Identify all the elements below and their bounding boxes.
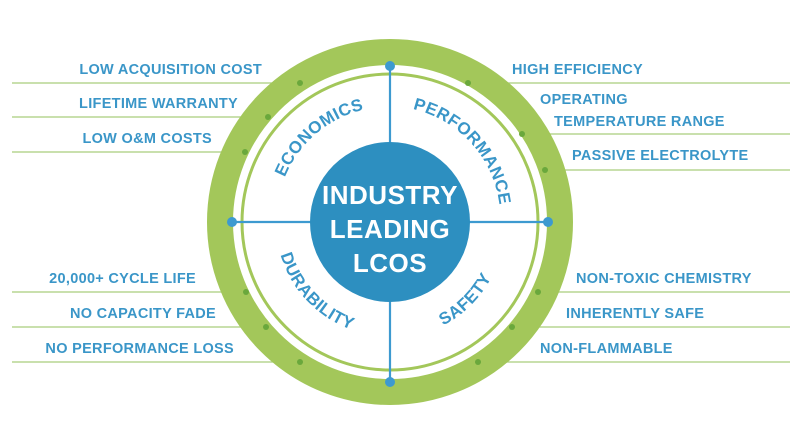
label-non-toxic-chemistry: NON-TOXIC CHEMISTRY bbox=[576, 271, 752, 287]
center-line-2: LEADING bbox=[330, 214, 451, 244]
label-high-efficiency: HIGH EFFICIENCY bbox=[512, 62, 643, 78]
dot-inherently-safe bbox=[509, 324, 515, 330]
center-line-3: LCOS bbox=[353, 248, 427, 278]
axis-dot-bottom bbox=[385, 377, 395, 387]
label-performance-loss: NO PERFORMANCE LOSS bbox=[45, 341, 234, 357]
axis-dot-left bbox=[227, 217, 237, 227]
label-capacity-fade: NO CAPACITY FADE bbox=[70, 306, 216, 322]
label-low-acquisition-cost: LOW ACQUISITION COST bbox=[79, 62, 262, 78]
right-leader-lines bbox=[468, 82, 790, 363]
dot-performance-loss bbox=[297, 359, 303, 365]
dot-lifetime-warranty bbox=[265, 114, 271, 120]
label-operating: OPERATING bbox=[540, 92, 628, 108]
dot-capacity-fade bbox=[263, 324, 269, 330]
center-circle bbox=[310, 142, 470, 302]
dot-temperature-range bbox=[519, 131, 525, 137]
center-label: INDUSTRY LEADING LCOS bbox=[322, 180, 458, 278]
dot-low-acquisition-cost bbox=[297, 80, 303, 86]
label-non-flammable: NON-FLAMMABLE bbox=[540, 341, 673, 357]
label-cycle-life: 20,000+ CYCLE LIFE bbox=[49, 271, 196, 287]
center-line-1: INDUSTRY bbox=[322, 180, 458, 210]
dot-non-toxic bbox=[535, 289, 541, 295]
axis-dot-right bbox=[543, 217, 553, 227]
label-low-om-costs: LOW O&M COSTS bbox=[82, 131, 212, 147]
label-lifetime-warranty: LIFETIME WARRANTY bbox=[79, 96, 238, 112]
dot-high-efficiency bbox=[465, 80, 471, 86]
label-temperature-range: TEMPERATURE RANGE bbox=[554, 114, 725, 130]
outer-green-ring bbox=[207, 39, 573, 405]
ring-dots bbox=[242, 80, 548, 365]
dot-cycle-life bbox=[243, 289, 249, 295]
label-inherently-safe: INHERENTLY SAFE bbox=[566, 306, 704, 322]
axis-dot-top bbox=[385, 61, 395, 71]
label-passive-electrolyte: PASSIVE ELECTROLYTE bbox=[572, 148, 749, 164]
axis-end-dots bbox=[227, 61, 553, 387]
dot-non-flammable bbox=[475, 359, 481, 365]
dot-low-om-costs bbox=[242, 149, 248, 155]
dot-passive-electrolyte bbox=[542, 167, 548, 173]
